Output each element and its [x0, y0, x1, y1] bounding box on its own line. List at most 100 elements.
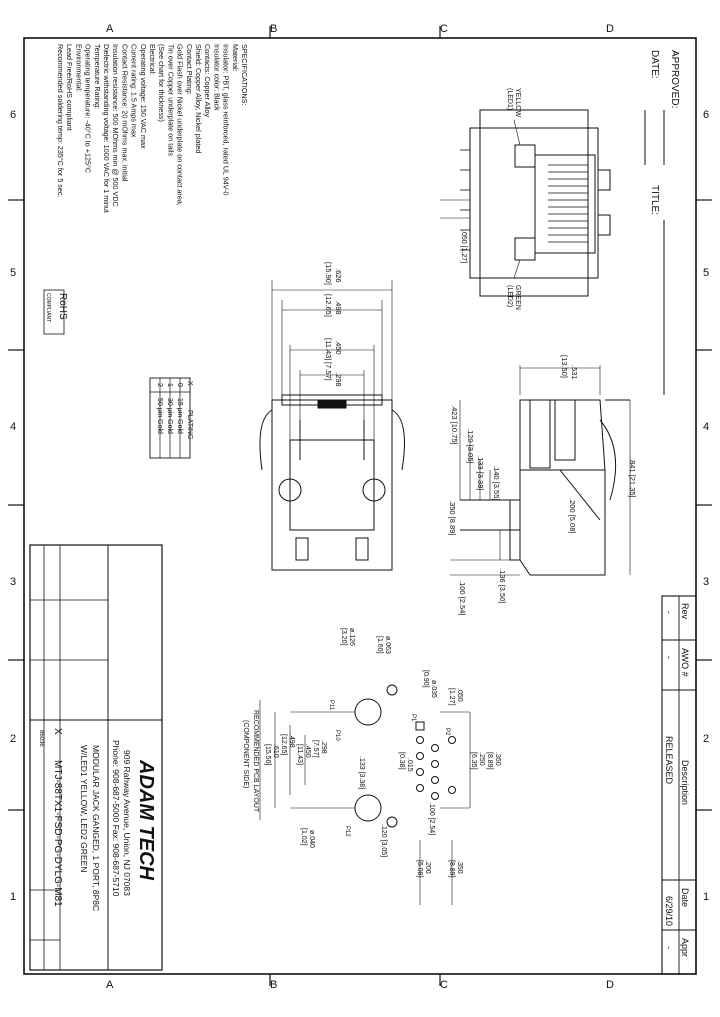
dim-498: .498 — [334, 300, 343, 315]
pcb-d250: .250 — [478, 752, 485, 766]
pcb-d126-mm: [3.20] — [340, 628, 347, 646]
part-number: MTJ-88TX1-FSD-PG-DYLG-M81 — [52, 760, 63, 907]
led1-color: YELLOW — [514, 88, 521, 118]
company-phone: Phone: 908-687-5000 Fax: 908-687-5710 — [111, 740, 121, 897]
jack-side-view — [450, 365, 631, 576]
zone-letter-a-top: A — [106, 23, 114, 35]
outer-border — [23, 37, 697, 975]
revision-cell: - — [664, 946, 674, 949]
plating-header: PLATING — [186, 410, 193, 439]
spec-line: Operating temperature: -40°C to +125°C — [84, 44, 93, 173]
pcb-d498: .498 — [288, 734, 295, 748]
pcb-d100: .100 [2.54] — [428, 802, 435, 835]
plating-cell: 2 — [156, 383, 163, 387]
rohs-sub: COMPLIANT — [45, 293, 51, 322]
approval-lines — [644, 110, 665, 395]
pcb-d610-mm: [15.50] — [264, 744, 271, 765]
plating-cell: 50 μin Gold — [156, 398, 163, 434]
dim-136: .136 [3.50] — [498, 568, 507, 603]
plating-header: X — [186, 381, 193, 386]
plating-cell: 1 — [166, 383, 173, 387]
spec-line: Lead Free/RoHS compliant — [65, 44, 74, 131]
title-label: TITLE: — [649, 185, 660, 215]
revision-table — [661, 595, 697, 975]
part-description-2: W/LED1 YELLOW, LED2 GREEN — [79, 745, 89, 872]
zone-num-3-right: 3 — [703, 576, 709, 588]
plating-cell: 0 — [176, 383, 183, 387]
specifications-block: SPECIFICATIONS:Material:Insulator: PBT, … — [56, 44, 249, 213]
doc-code: 86036 — [38, 730, 44, 747]
zone-letter-b-bottom: B — [270, 979, 277, 991]
front-dimensions: .626 [15.90] .498 [12.65] .450 [11.43] .… — [324, 262, 343, 387]
zone-letter-d-bottom: D — [606, 979, 614, 991]
spec-line: Contacts: Copper Alloy — [203, 44, 212, 118]
pcb-d063: ø.063 — [384, 636, 391, 654]
dim-133: .133 [3.38] — [476, 455, 485, 490]
zone-num-2-right: 2 — [703, 733, 709, 745]
side-dimensions: .531 [13.50] .841 [21.35] .423 [10.75] .… — [448, 355, 637, 615]
dim-120: .120 [3.05] — [466, 428, 475, 463]
dim-841: .841 [21.35] — [628, 458, 637, 498]
led2-id: (LED2) — [506, 285, 513, 307]
pcb-d040: ø.040 — [308, 830, 315, 848]
pin-p2-label: P2 — [444, 728, 450, 736]
zone-num-1-left: 1 — [10, 891, 16, 903]
zone-letter-c-top: C — [440, 23, 448, 35]
zone-num-2-left: 2 — [10, 733, 16, 745]
part-description-1: MODULAR JACK GANGED, 1 PORT, 8P8C — [91, 745, 101, 911]
pcb-d450-mm: [11.43] — [296, 744, 303, 765]
title-block — [29, 544, 163, 971]
zone-num-6-right: 6 — [703, 109, 709, 121]
spec-line: Insulation resistance: 500 MOhms min @ 5… — [111, 44, 120, 207]
pcb-layout — [259, 684, 471, 905]
pcb-d610: .610 — [272, 744, 279, 758]
pcb-d126: ø.126 — [348, 628, 355, 646]
revision-cell: RELEASED — [664, 736, 674, 785]
revision-header: Rev — [680, 603, 690, 620]
pcb-d035: ø.035 — [430, 680, 437, 698]
company-name: ADAM TECH — [135, 759, 157, 881]
pin-p11-label: P11 — [328, 700, 334, 711]
pcb-d015: .015 — [406, 758, 413, 772]
zone-letter-d-top: D — [606, 23, 614, 35]
spec-line: Environmental: — [74, 44, 83, 92]
spec-line: Dielectric withstanding voltage: 1000 VA… — [102, 44, 111, 213]
company-address: 909 Rahway Avenue, Union, NJ 07083 — [122, 750, 132, 896]
rohs-mark: RoHS — [57, 293, 68, 320]
pcb-d040-mm: [1.02] — [300, 828, 307, 846]
pin-p12-label: P12 — [344, 826, 350, 837]
zone-numbers: 6 5 4 3 2 1 6 5 4 3 2 1 — [10, 109, 709, 903]
pcb-d063-mm: [1.60] — [376, 636, 383, 654]
pcb-dimensions: RECOMMENDED PCB LAYOUT (COMPONENT SIDE) … — [242, 628, 501, 878]
spec-line: Current rating: 1.5 Amps max — [130, 44, 139, 138]
revision-header: Appr — [680, 938, 690, 957]
dim-626: .626 — [334, 268, 343, 283]
spec-line: (See chart for thickness) — [157, 44, 166, 122]
spec-line: Contact Resistance: 20 mOhms max. initia… — [120, 44, 129, 182]
zone-num-3-left: 3 — [10, 576, 16, 588]
dim-423: .423 [10.75] — [450, 405, 459, 445]
led1-id: (LED1) — [506, 88, 513, 110]
title-block-text: ADAM TECH 909 Rahway Avenue, Union, NJ 0… — [38, 728, 157, 911]
rohs-logo: RoHS COMPLIANT — [43, 289, 68, 335]
zone-letter-a-bottom: A — [106, 979, 114, 991]
pcb-d298-mm: [7.57] — [312, 740, 319, 758]
zone-num-5-right: 5 — [703, 267, 709, 279]
zone-ticks — [8, 26, 712, 986]
pcb-d015-mm: [0.38] — [398, 752, 405, 770]
pcb-d350: .350 — [494, 752, 501, 766]
approved-label: APPROVED: — [669, 50, 680, 108]
dim-498-mm: [12.65] — [324, 294, 333, 317]
dim-100: .100 [2.54] — [458, 580, 467, 615]
spec-line: Shield: Copper Alloy, Nickel plated — [194, 44, 203, 153]
revision-header: Description — [680, 760, 690, 805]
pcb-d350-mm: [8.89] — [486, 752, 493, 770]
approval-block: APPROVED: DATE: TITLE: — [649, 50, 680, 215]
zone-letters: A B C D A B C D — [106, 23, 614, 991]
revision-cell: - — [664, 656, 674, 659]
dim-626-mm: [15.90] — [324, 262, 333, 285]
led2-color: GREEN — [514, 285, 521, 310]
pcb-title-1: RECOMMENDED PCB LAYOUT — [252, 710, 259, 813]
